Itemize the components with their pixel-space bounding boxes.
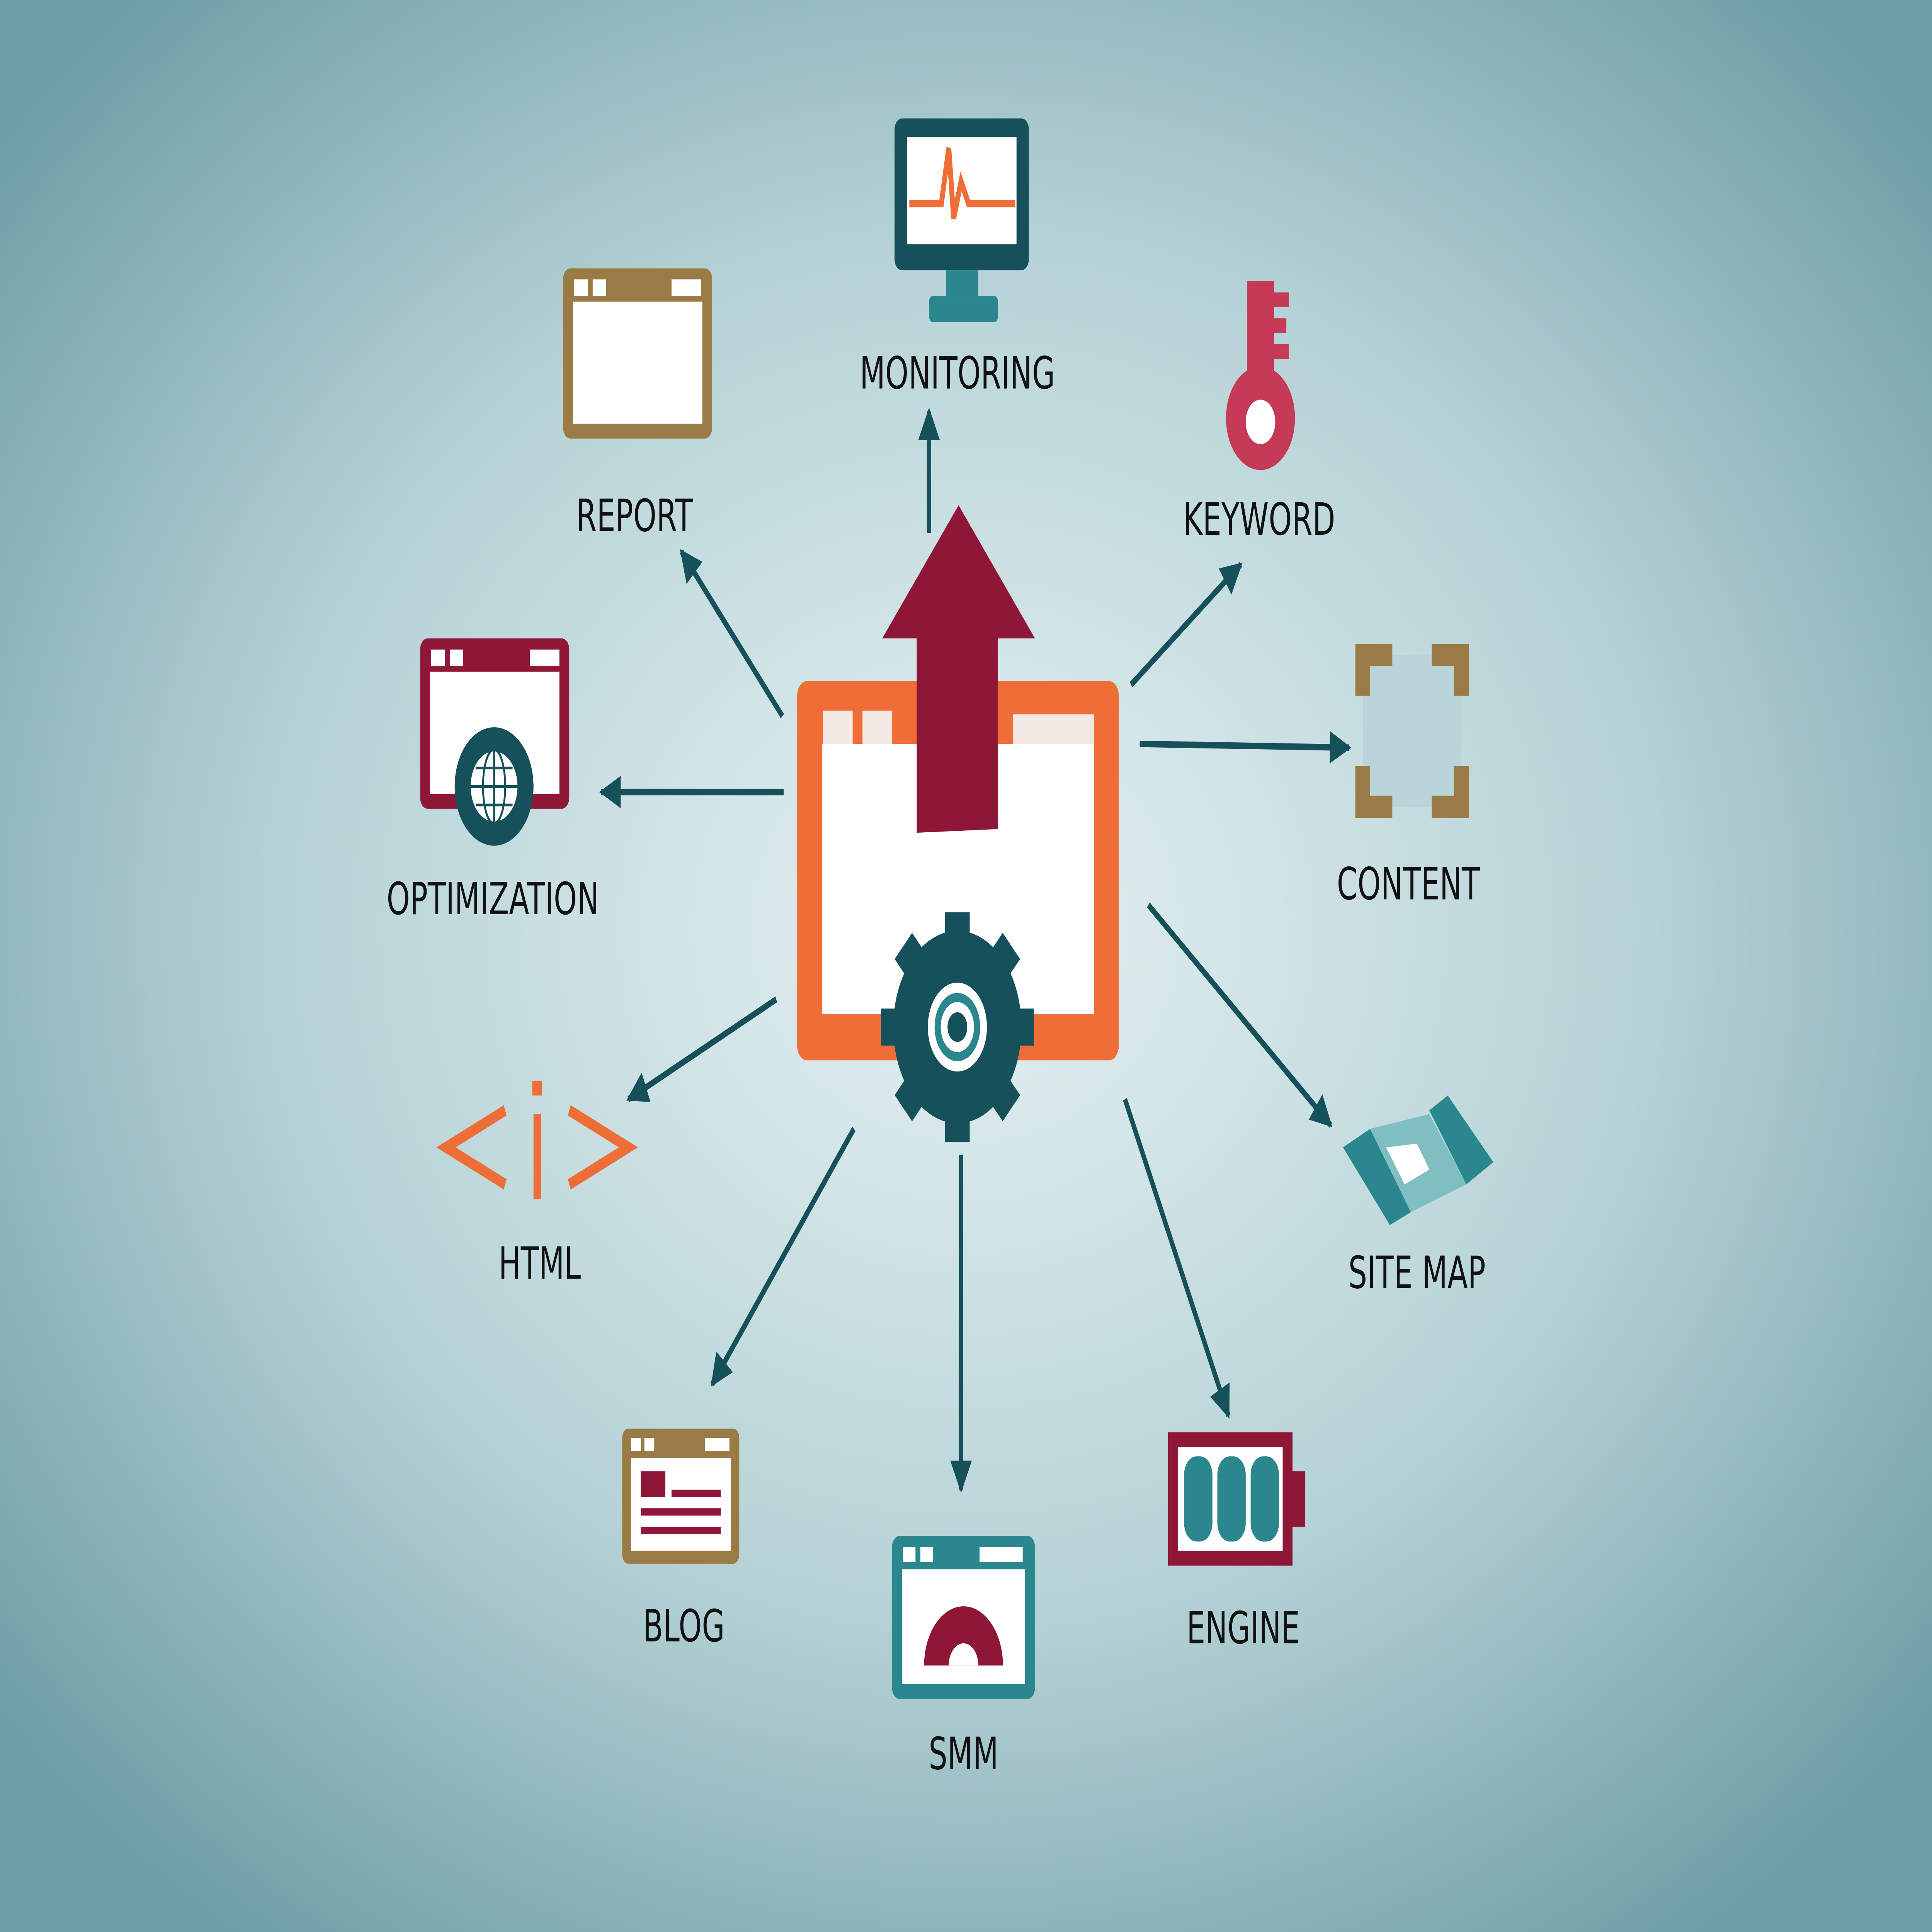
report-icon	[563, 268, 713, 439]
arrow-site-map	[1147, 902, 1333, 1128]
arrow-html	[626, 996, 777, 1102]
label-content: CONTENT	[1337, 859, 1480, 910]
arrow-report	[680, 549, 784, 719]
engine-battery-icon	[1168, 1432, 1305, 1566]
blog-icon	[622, 1429, 740, 1564]
label-keyword: KEYWORD	[1183, 494, 1335, 546]
key-icon	[1226, 281, 1295, 470]
arrow-content	[1139, 731, 1352, 764]
arrow-keyword	[1130, 561, 1243, 687]
label-blog: BLOG	[643, 1600, 725, 1652]
site-map-icon	[1343, 1095, 1493, 1225]
arrow-blog	[710, 1127, 856, 1387]
arrow-engine	[1123, 1098, 1231, 1419]
label-smm: SMM	[929, 1728, 998, 1780]
arrows	[599, 407, 1352, 1493]
smm-icon	[892, 1536, 1035, 1699]
label-html: HTML	[498, 1238, 581, 1289]
content-icon	[1355, 644, 1469, 818]
label-optimization: OPTIMIZATION	[387, 873, 599, 925]
label-monitoring: MONITORING	[860, 348, 1055, 400]
label-report: REPORT	[576, 490, 693, 542]
upload-arrow-icon	[882, 505, 1035, 833]
optimization-icon	[420, 638, 570, 846]
html-code-icon-dot	[532, 1080, 543, 1096]
label-engine: ENGINE	[1187, 1602, 1300, 1654]
html-code-icon	[436, 1105, 638, 1199]
label-site-map: SITE MAP	[1349, 1247, 1486, 1299]
monitoring-icon	[895, 118, 1029, 322]
gear-icon	[881, 912, 1034, 1142]
